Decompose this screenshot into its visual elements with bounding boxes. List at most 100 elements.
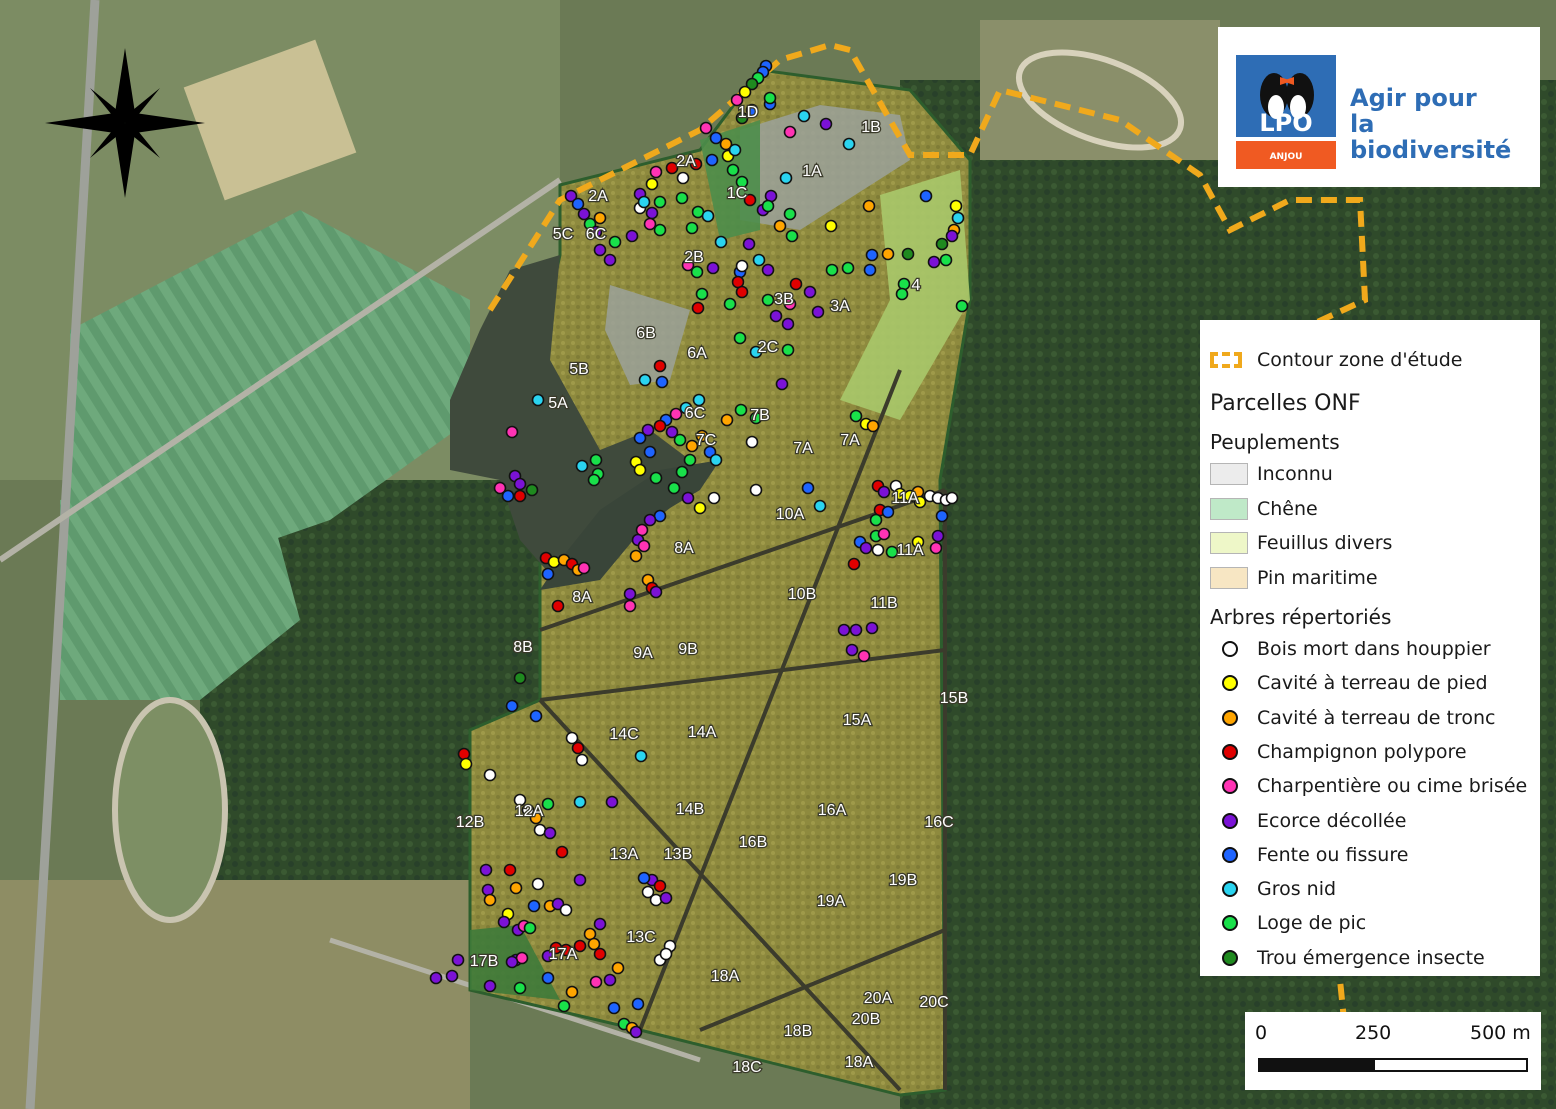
tree-marker <box>735 111 749 125</box>
tree-marker <box>955 299 969 313</box>
tree-marker <box>523 921 537 935</box>
tree-marker <box>623 599 637 613</box>
tree-marker <box>587 937 601 951</box>
tree-marker <box>781 317 795 331</box>
tree-marker <box>769 309 783 323</box>
tree-marker <box>589 453 603 467</box>
tree-marker <box>679 401 693 415</box>
tree-marker <box>483 979 497 993</box>
parcel-label: 3B <box>774 291 794 308</box>
tree-marker <box>589 225 603 239</box>
legend-trees-title: Arbres répertoriés <box>1210 605 1392 629</box>
parcel-label: 11A <box>896 542 924 559</box>
tree-marker <box>685 439 699 453</box>
legend-stand-label: Pin maritime <box>1257 566 1378 589</box>
legend-tree-row: Cavité à terreau de pied <box>1200 668 1488 698</box>
tree-marker <box>605 795 619 809</box>
tree-marker <box>911 535 925 549</box>
tree-marker <box>720 413 734 427</box>
parcel-label: 20A <box>864 990 893 1007</box>
tree-marker <box>783 125 797 139</box>
tree-marker <box>589 975 603 989</box>
tree-marker <box>481 883 495 897</box>
tree-marker <box>859 541 873 555</box>
tree-marker <box>692 393 706 407</box>
tree-marker <box>862 199 876 213</box>
legend-tree-row: Cavité à terreau de tronc <box>1200 703 1495 733</box>
tree-marker <box>565 985 579 999</box>
svg-text:ANJOU: ANJOU <box>1270 152 1303 162</box>
parcel-label: 8B <box>513 639 533 656</box>
legend-tree-label: Trou émergence insecte <box>1257 946 1485 969</box>
tree-marker <box>608 235 622 249</box>
legend-stand-swatch <box>1210 566 1248 589</box>
tree-marker <box>801 481 815 495</box>
tree-marker <box>571 741 585 755</box>
tree-marker <box>505 425 519 439</box>
tree-marker <box>847 557 861 571</box>
tree-marker <box>653 223 667 237</box>
tree-marker <box>695 429 709 443</box>
parcel-label: 2C <box>758 339 778 356</box>
tree-marker <box>752 253 766 267</box>
scale-tick-500: 500 m <box>1470 1022 1531 1044</box>
legend-tree-dot <box>1222 778 1238 795</box>
tree-marker <box>607 1001 621 1015</box>
tree-marker <box>842 137 856 151</box>
parcel-label: 14B <box>676 801 704 818</box>
tree-marker <box>633 431 647 445</box>
study-zone-swatch <box>1210 352 1242 368</box>
tree-marker <box>877 527 891 541</box>
tree-marker <box>714 235 728 249</box>
parcel-label: 11B <box>870 595 897 612</box>
parcel-label: 2B <box>684 249 704 266</box>
tree-marker <box>841 261 855 275</box>
tree-marker <box>779 171 793 185</box>
tree-marker <box>743 193 757 207</box>
tree-marker <box>742 237 756 251</box>
tree-marker <box>939 253 953 267</box>
legend-tree-dot <box>1222 949 1238 966</box>
tree-marker <box>653 419 667 433</box>
parcel-label: 18C <box>732 1059 761 1076</box>
tree-marker <box>631 997 645 1011</box>
tree-marker <box>676 171 690 185</box>
legend-study-zone-label: Contour zone d'étude <box>1257 349 1463 371</box>
forest-tracks <box>538 369 947 1092</box>
tree-marker <box>497 915 511 929</box>
legend-tree-dot <box>1222 709 1238 726</box>
parcel-label: 17A <box>549 946 578 963</box>
racetrack-west <box>112 697 228 923</box>
tree-marker <box>659 947 673 961</box>
tree-marker <box>785 229 799 243</box>
parcel-label: 2A <box>676 153 696 170</box>
parcel-label: 8A <box>572 589 592 606</box>
tree-marker <box>513 489 527 503</box>
scale-bar: 0 250 500 m <box>1245 1012 1541 1090</box>
tree-marker <box>761 293 775 307</box>
tree-marker <box>845 643 859 657</box>
tree-marker <box>685 221 699 235</box>
tree-marker <box>865 248 879 262</box>
legend-tree-label: Gros nid <box>1257 878 1337 901</box>
tree-marker <box>531 393 545 407</box>
tree-marker <box>565 731 579 745</box>
crop-fields-2 <box>60 470 300 700</box>
tree-marker <box>949 199 963 213</box>
tree-marker <box>637 539 651 553</box>
tree-marker <box>681 491 695 505</box>
parcel-label: 1B <box>861 119 881 136</box>
parcel-label: 16A <box>818 802 847 819</box>
tree-marker <box>849 409 863 423</box>
legend-stand-row: Inconnu <box>1200 459 1333 489</box>
tree-marker <box>551 599 565 613</box>
parcel-label: 1C <box>727 185 747 202</box>
parcel-label: 18B <box>784 1023 812 1040</box>
legend-tree-dot <box>1222 812 1238 829</box>
tree-marker <box>505 955 519 969</box>
tree-marker <box>505 699 519 713</box>
legend-stand-label: Feuillus divers <box>1257 532 1393 554</box>
parcel-label: 16B <box>739 834 767 851</box>
legend-tree-label: Loge de pic <box>1257 912 1367 935</box>
tree-marker <box>575 459 589 473</box>
